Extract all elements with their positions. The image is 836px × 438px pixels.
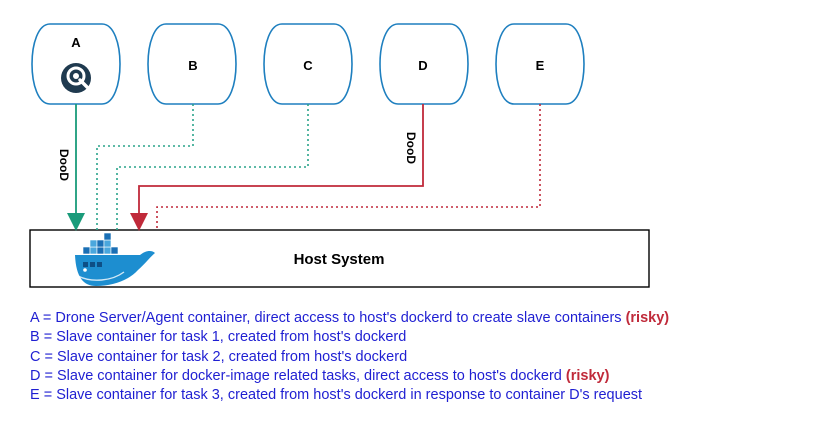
legend-text-b: B = Slave container for task 1, created … bbox=[30, 329, 407, 346]
legend: A = Drone Server/Agent container, direct… bbox=[30, 309, 669, 405]
legend-item-d: D = Slave container for docker-image rel… bbox=[30, 367, 669, 386]
node-b-label: B bbox=[188, 58, 197, 73]
node-b: B bbox=[147, 23, 237, 105]
node-c-label: C bbox=[303, 58, 313, 73]
legend-item-a: A = Drone Server/Agent container, direct… bbox=[30, 309, 669, 328]
drone-logo-icon bbox=[61, 63, 92, 93]
edge-d-label: DooD bbox=[404, 132, 418, 164]
node-a: A bbox=[31, 23, 121, 105]
node-a-label: A bbox=[71, 35, 81, 50]
edge-a-label: DooD bbox=[57, 149, 71, 181]
host-system-label: Host System bbox=[294, 251, 385, 268]
legend-item-e: E = Slave container for task 3, created … bbox=[30, 386, 669, 405]
legend-text-d: D = Slave container for docker-image rel… bbox=[30, 367, 566, 384]
legend-item-b: B = Slave container for task 1, created … bbox=[30, 328, 669, 347]
node-d: D bbox=[379, 23, 469, 105]
risky-tag-a: (risky) bbox=[625, 310, 670, 326]
docker-whale-icon bbox=[75, 232, 155, 286]
edge-b-to-host bbox=[96, 104, 194, 230]
risky-tag-d: (risky) bbox=[565, 367, 610, 384]
legend-text-c: C = Slave container for task 2, created … bbox=[30, 348, 408, 365]
architecture-diagram: A B C D E Host System bbox=[29, 23, 650, 288]
node-c: C bbox=[263, 23, 353, 105]
legend-item-c: C = Slave container for task 2, created … bbox=[30, 348, 669, 367]
node-e-label: E bbox=[536, 58, 545, 73]
edge-e-to-host bbox=[156, 104, 541, 230]
legend-text-a: A = Drone Server/Agent container, direct… bbox=[30, 310, 626, 326]
node-e: E bbox=[495, 23, 585, 105]
legend-text-e: E = Slave container for task 3, created … bbox=[30, 387, 643, 404]
edge-c-to-host bbox=[116, 104, 309, 230]
edge-d-to-host bbox=[130, 104, 424, 231]
node-d-label: D bbox=[418, 58, 427, 73]
